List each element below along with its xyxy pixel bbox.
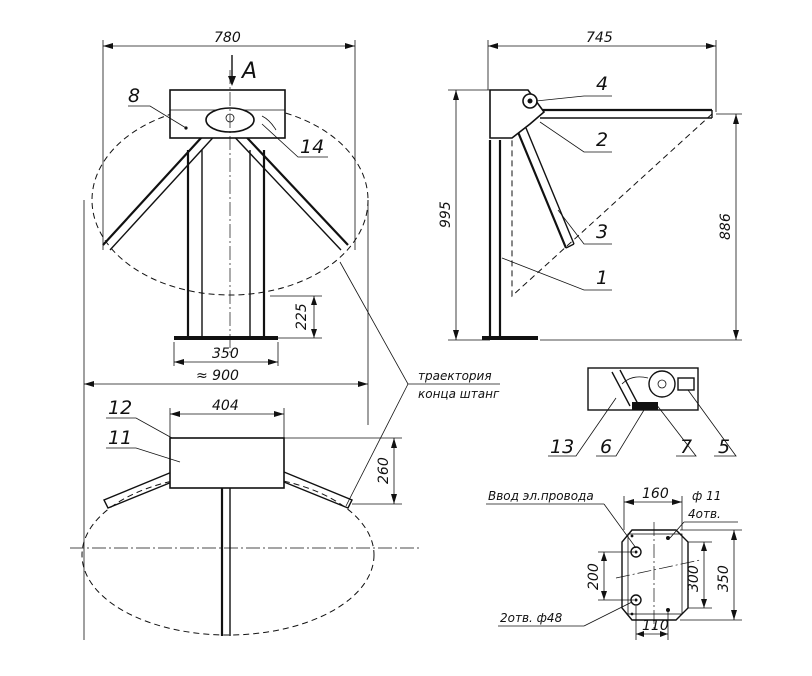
dim-350-base: 350 xyxy=(716,565,732,592)
detail-wheel xyxy=(648,370,676,398)
plan-trajectory-ellipse xyxy=(81,474,375,636)
dim-995: 995 xyxy=(438,201,454,228)
callout-5: 5 xyxy=(718,436,730,458)
plan-arm-right xyxy=(283,471,353,509)
plan-arm-left xyxy=(103,471,173,509)
dim-approx-900: ≈ 900 xyxy=(196,368,239,384)
dim-200: 200 xyxy=(586,563,602,590)
dim-780: 780 xyxy=(214,30,241,46)
callout-13: 13 xyxy=(550,436,574,458)
front-arm-right xyxy=(235,125,349,246)
callout-8: 8 xyxy=(128,85,140,107)
callout-1: 1 xyxy=(596,267,608,289)
dim-225: 225 xyxy=(294,303,310,330)
note-trajectory-1: траектория xyxy=(418,369,492,383)
plan-view: 404 12 11 260 траектория конца штанг xyxy=(70,261,500,636)
dim-350: 350 xyxy=(212,346,239,362)
note-holes-48: 2отв. ф48 xyxy=(500,611,563,625)
view-arrow-label: A xyxy=(240,59,257,84)
base-plate-view: Ввод эл.провода 160 ф 11 4отв. 200 xyxy=(486,486,742,640)
mechanism-detail: 13 6 7 5 xyxy=(548,367,737,458)
dim-holes-4: 4отв. xyxy=(688,507,721,521)
side-arm-down xyxy=(516,131,568,249)
front-view: 780 A 8 14 225 xyxy=(83,30,369,640)
front-base-plate xyxy=(174,336,278,340)
dim-300: 300 xyxy=(686,565,702,592)
dim-110: 110 xyxy=(642,618,669,634)
callout-4: 4 xyxy=(596,73,608,95)
callout-12: 12 xyxy=(108,397,132,419)
callout-11: 11 xyxy=(108,427,132,449)
callout-3: 3 xyxy=(596,221,608,243)
detail-bearing xyxy=(632,402,658,410)
side-trajectory-lines xyxy=(511,113,713,298)
note-trajectory-2: конца штанг xyxy=(418,387,500,401)
callout-14: 14 xyxy=(300,136,324,158)
dim-745: 745 xyxy=(586,30,613,46)
dim-886: 886 xyxy=(718,213,734,240)
base-plate-outline xyxy=(621,529,689,621)
callout-2: 2 xyxy=(596,129,608,151)
note-cable-entry: Ввод эл.провода xyxy=(488,489,594,503)
dim-404: 404 xyxy=(212,398,239,414)
callout-7: 7 xyxy=(680,436,692,458)
side-view: 745 995 886 4 2 3 xyxy=(438,30,742,341)
dim-hole-11: ф 11 xyxy=(692,489,721,503)
front-arm-left xyxy=(102,125,213,246)
plan-head-box xyxy=(169,437,285,489)
dim-160: 160 xyxy=(642,486,669,502)
callout-6: 6 xyxy=(600,436,612,458)
dim-260: 260 xyxy=(376,457,392,484)
side-base-plate xyxy=(482,336,538,340)
